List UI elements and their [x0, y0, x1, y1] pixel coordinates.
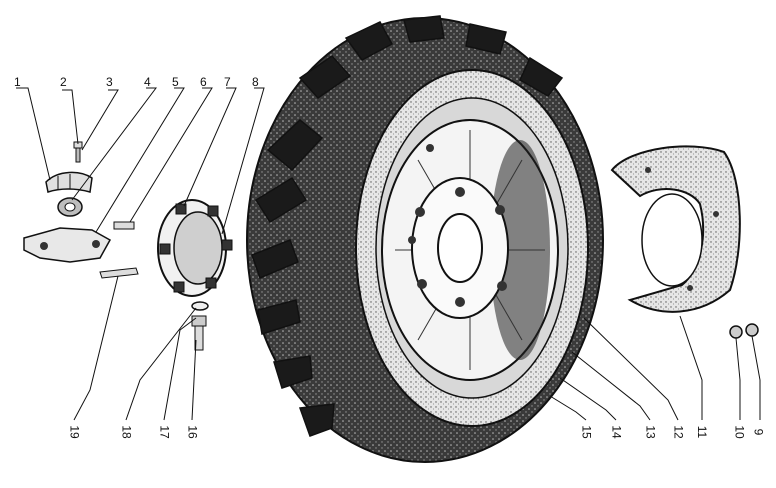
washer-part: [191, 301, 209, 311]
stud-bolt: [191, 315, 207, 351]
key-strip: [99, 267, 139, 279]
callout-5: 5: [172, 75, 179, 89]
callout-4: 4: [144, 75, 151, 89]
hub: [157, 199, 233, 297]
callout-8: 8: [252, 75, 259, 89]
rim-bolts: [408, 144, 507, 307]
tire-tread-lugs: [251, 15, 564, 437]
wheel-weight: [610, 145, 741, 313]
callout-15: 15: [579, 425, 594, 439]
callout-9: 9: [751, 428, 766, 436]
callout-17: 17: [157, 425, 172, 439]
callout-6: 6: [200, 75, 207, 89]
callout-19: 19: [67, 425, 82, 439]
callout-14: 14: [609, 425, 624, 439]
callout-13: 13: [643, 425, 658, 439]
callout-3: 3: [106, 75, 113, 89]
callout-18: 18: [119, 425, 134, 439]
pin-part: [113, 221, 135, 230]
callout-11: 11: [695, 425, 710, 439]
nut-roller: [57, 197, 83, 217]
leader-lines: [16, 87, 761, 421]
callout-10: 10: [732, 425, 747, 439]
bracket-part: [23, 227, 112, 263]
clamp-part: [45, 171, 93, 193]
callout-2: 2: [60, 75, 67, 89]
callout-7: 7: [224, 75, 231, 89]
callout-1: 1: [14, 75, 21, 89]
callout-12: 12: [671, 425, 686, 439]
wheel-rim: [381, 119, 559, 381]
callout-16: 16: [185, 425, 200, 439]
nuts-right: [729, 323, 759, 339]
bolt-small: [73, 141, 83, 163]
